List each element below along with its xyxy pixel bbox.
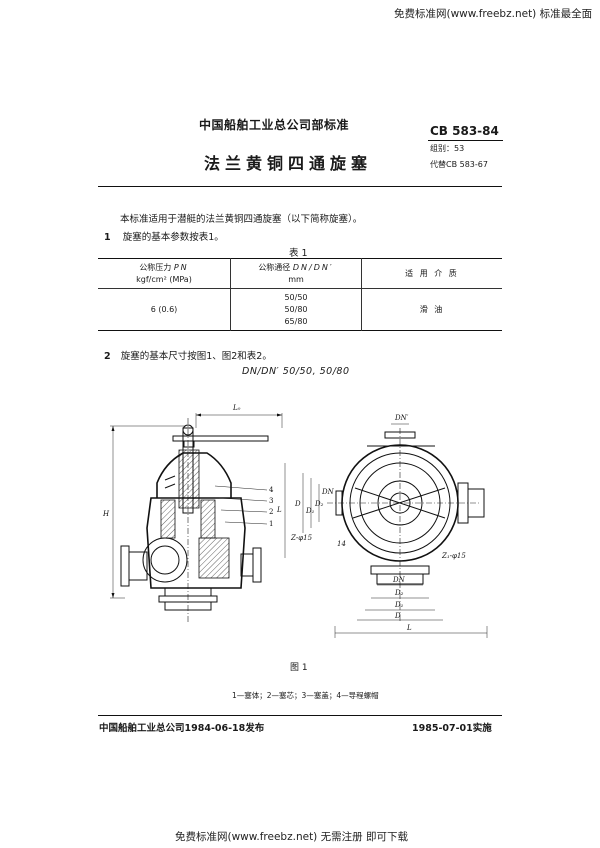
dim-d-bottom: D — [394, 612, 401, 620]
medium-header: 适 用 介 质 — [361, 258, 502, 289]
diameter-value: 50/50 — [284, 292, 308, 302]
part-number-2: 2 — [269, 508, 273, 516]
dim-z1: Z₁-φ15 — [441, 552, 466, 560]
pressure-header: 公称压力 PN kgf/cm² (MPa) — [98, 258, 231, 289]
figure-legend: 1—塞体；2—塞芯；3—塞盖；4—导程螺帽 — [232, 691, 379, 700]
replaces-standard: 代替CB 583-67 — [430, 160, 488, 169]
dim-dn-prime: DN′ — [394, 414, 409, 422]
issuer-heading: 中国船舶工业总公司部标准 — [199, 118, 350, 132]
part-number-3: 3 — [269, 497, 273, 505]
dim-d: D — [294, 500, 301, 508]
section-1: 1 旋塞的基本参数按表1。 — [104, 229, 224, 243]
std-number-rule — [428, 140, 503, 141]
parameter-table: 公称压力 PN kgf/cm² (MPa) 公称通径 DN/DN′ mm 适 用… — [98, 258, 502, 331]
dim-d2: D₂ — [314, 500, 324, 508]
part-number-4: 4 — [269, 486, 274, 494]
section-2-text: 旋塞的基本尺寸按图1、图2和表2。 — [120, 351, 272, 362]
dim-d1-bottom: D₁ — [394, 601, 404, 609]
dim-h: H — [102, 510, 110, 518]
scope-paragraph: 本标准适用于潜艇的法兰黄铜四通旋塞（以下简称旋塞）。 — [120, 214, 363, 225]
diameter-unit: mm — [288, 274, 304, 284]
issue-date: 中国船舶工业总公司1984-06-18发布 — [99, 723, 265, 734]
dim-l-bottom: L — [406, 624, 412, 632]
dim-14: 14 — [337, 540, 346, 548]
table-1-title: 表 1 — [289, 248, 308, 259]
diameter-value: 50/80 — [284, 304, 308, 314]
diameter-value: 65/80 — [284, 316, 308, 326]
pressure-symbol: PN — [173, 262, 189, 272]
document-title: 法兰黄铜四通旋塞 — [204, 154, 373, 173]
dim-dn-side: DN — [321, 488, 335, 496]
pressure-value: 6 (0.6) — [98, 288, 231, 331]
side-view: DN′ D D₁ D₂ DN Z-φ15 14 L Z₁-φ15 — [276, 414, 488, 638]
footer-rule — [98, 715, 502, 716]
top-watermark: 免费标准网(www.freebz.net) 标准最全面 — [394, 8, 593, 20]
effective-date: 1985-07-01实施 — [412, 723, 492, 734]
pressure-name: 公称压力 — [139, 262, 172, 272]
figure-subtitle: DN/DN′ 50/50, 50/80 — [242, 366, 350, 377]
dim-l0: L₀ — [232, 404, 241, 412]
diameter-symbol: DN/DN′ — [292, 262, 334, 272]
diameter-values: 50/50 50/80 65/80 — [230, 288, 362, 331]
dim-dn-bottom: DN — [392, 576, 406, 584]
medium-value: 滑 油 — [419, 304, 445, 314]
header-rule — [98, 186, 502, 187]
part-number-1: 1 — [269, 520, 273, 528]
dim-l-vertical: L — [276, 506, 282, 514]
dim-z: Z-φ15 — [290, 534, 313, 542]
dim-d2-bottom: D₂ — [394, 589, 404, 597]
bottom-watermark: 免费标准网(www.freebz.net) 无需注册 即可下载 — [175, 831, 408, 843]
valve-drawing: L₀ H — [102, 404, 488, 638]
standard-number: CB 583-84 — [430, 124, 499, 138]
section-2: 2 旋塞的基本尺寸按图1、图2和表2。 — [104, 348, 272, 362]
diameter-header: 公称通径 DN/DN′ mm — [230, 258, 362, 289]
figure-caption: 图 1 — [290, 663, 308, 673]
pressure-unit: kgf/cm² (MPa) — [136, 274, 192, 284]
group-code: 组别：53 — [430, 144, 465, 153]
section-2-number: 2 — [104, 351, 111, 362]
diameter-name: 公称通径 — [258, 262, 291, 272]
section-1-text: 旋塞的基本参数按表1。 — [122, 232, 224, 243]
dim-d1: D₁ — [305, 507, 315, 515]
section-view: L₀ H — [102, 404, 283, 623]
section-1-number: 1 — [104, 232, 111, 243]
